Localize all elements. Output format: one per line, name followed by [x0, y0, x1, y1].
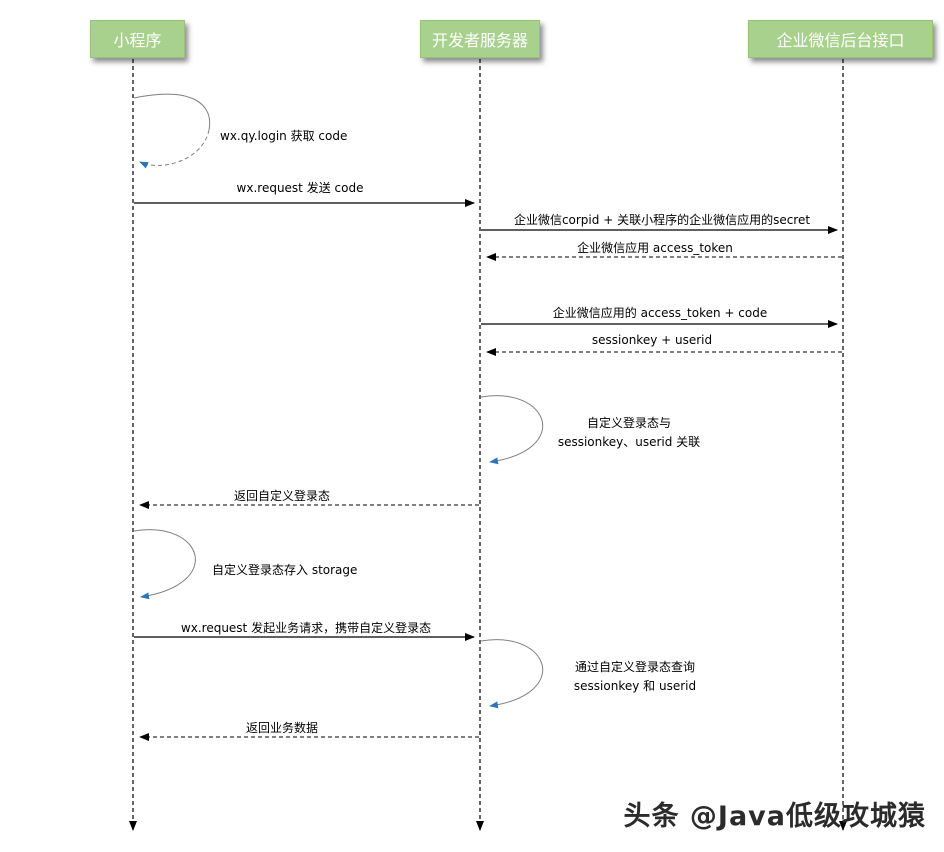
self-loop-9-arc	[133, 529, 196, 600]
message-label-6: sessionkey + userid	[591, 333, 713, 347]
message-label-7-line1: 自定义登录态与	[586, 416, 671, 430]
message-label-11-line1: 通过自定义登录态查询	[574, 660, 695, 674]
watermark-text: 头条 @Java低级攻城猿	[623, 801, 926, 832]
message-label-3: 企业微信corpid + 关联小程序的企业微信应用的secret	[513, 213, 811, 227]
message-label-2: wx.request 发送 code	[236, 181, 364, 195]
actor-label-devserver: 开发者服务器	[431, 31, 528, 50]
message-label-9: 自定义登录态存入 storage	[212, 563, 358, 577]
message-label-8: 返回自定义登录态	[233, 489, 331, 503]
message-label-11-line2: sessionkey 和 userid	[573, 679, 697, 693]
message-label-7-line2: sessionkey、userid 关联	[557, 435, 701, 449]
self-loop-7-arc	[480, 395, 544, 465]
message-label-4: 企业微信应用 access_token	[577, 241, 733, 255]
message-label-7: 自定义登录态与 sessionkey、userid 关联	[558, 414, 700, 452]
message-label-1: wx.qy.login 获取 code	[220, 129, 348, 143]
message-label-11: 通过自定义登录态查询 sessionkey 和 userid	[574, 658, 696, 696]
self-loop-11-arc	[480, 639, 544, 709]
actor-box-devserver: 开发者服务器	[420, 20, 540, 58]
message-label-12: 返回业务数据	[245, 721, 319, 735]
actor-box-miniprogram: 小程序	[90, 20, 185, 58]
actor-box-wecom: 企业微信后台接口	[748, 20, 933, 58]
self-loop-1-arc-top	[133, 93, 211, 131]
actor-label-wecom: 企业微信后台接口	[776, 31, 905, 50]
actor-label-miniprogram: 小程序	[113, 31, 162, 50]
message-label-5: 企业微信应用的 access_token + code	[552, 306, 768, 320]
self-loop-1-arc-return	[139, 129, 210, 169]
message-label-10: wx.request 发起业务请求，携带自定义登录态	[180, 621, 432, 635]
